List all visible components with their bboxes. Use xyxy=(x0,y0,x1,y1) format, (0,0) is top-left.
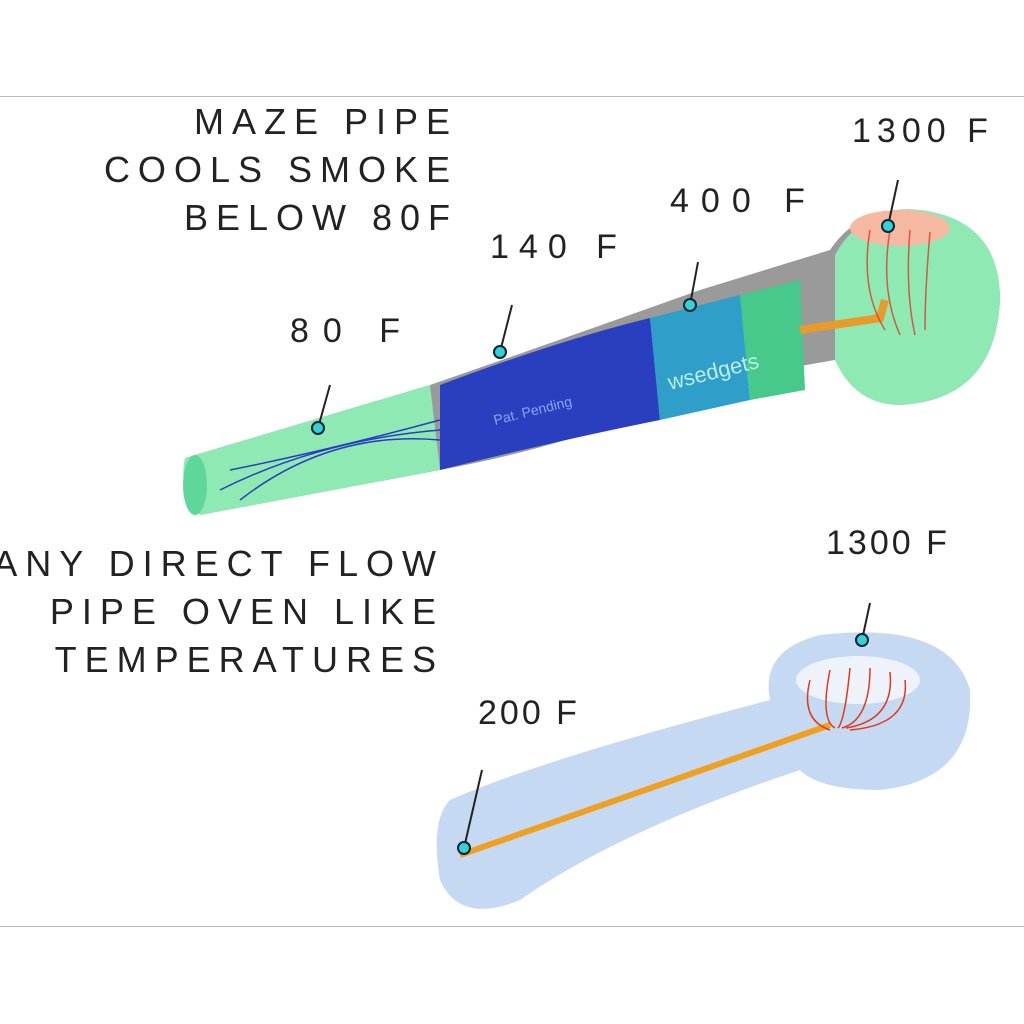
label-80f: 80 F xyxy=(290,312,415,350)
headline-line: PIPE OVEN LIKE xyxy=(49,591,444,632)
marker-80f xyxy=(311,421,325,435)
maze-pipe: wsedgets Pat. Pending xyxy=(183,209,1000,515)
bottom-headline: ANY DIRECT FLOW PIPE OVEN LIKE TEMPERATU… xyxy=(0,540,444,684)
headline-line: COOLS SMOKE xyxy=(103,149,458,190)
label-200f: 200 F xyxy=(478,694,580,732)
label-140f: 140 F xyxy=(490,228,627,266)
divider-bottom xyxy=(0,926,1024,927)
headline-line: MAZE PIPE xyxy=(193,101,458,142)
headline-line: ANY DIRECT FLOW xyxy=(0,543,444,584)
label-1300f-bottom: 1300 F xyxy=(826,524,950,562)
marker-400f xyxy=(683,298,697,312)
leader-lines xyxy=(317,179,899,849)
marker-200f xyxy=(457,841,471,855)
headline-line: BELOW 80F xyxy=(183,197,458,238)
divider-top-right xyxy=(490,96,1024,97)
divider-top-left xyxy=(0,96,490,97)
marker-1300f-top xyxy=(881,219,895,233)
label-1300f-top: 1300 F xyxy=(852,112,994,150)
label-400f: 400 F xyxy=(670,182,817,220)
marker-140f xyxy=(493,345,507,359)
headline-line: TEMPERATURES xyxy=(54,639,444,680)
top-headline: MAZE PIPE COOLS SMOKE BELOW 80F xyxy=(104,98,458,242)
marker-1300f-bottom xyxy=(855,633,869,647)
direct-pipe xyxy=(436,632,971,909)
